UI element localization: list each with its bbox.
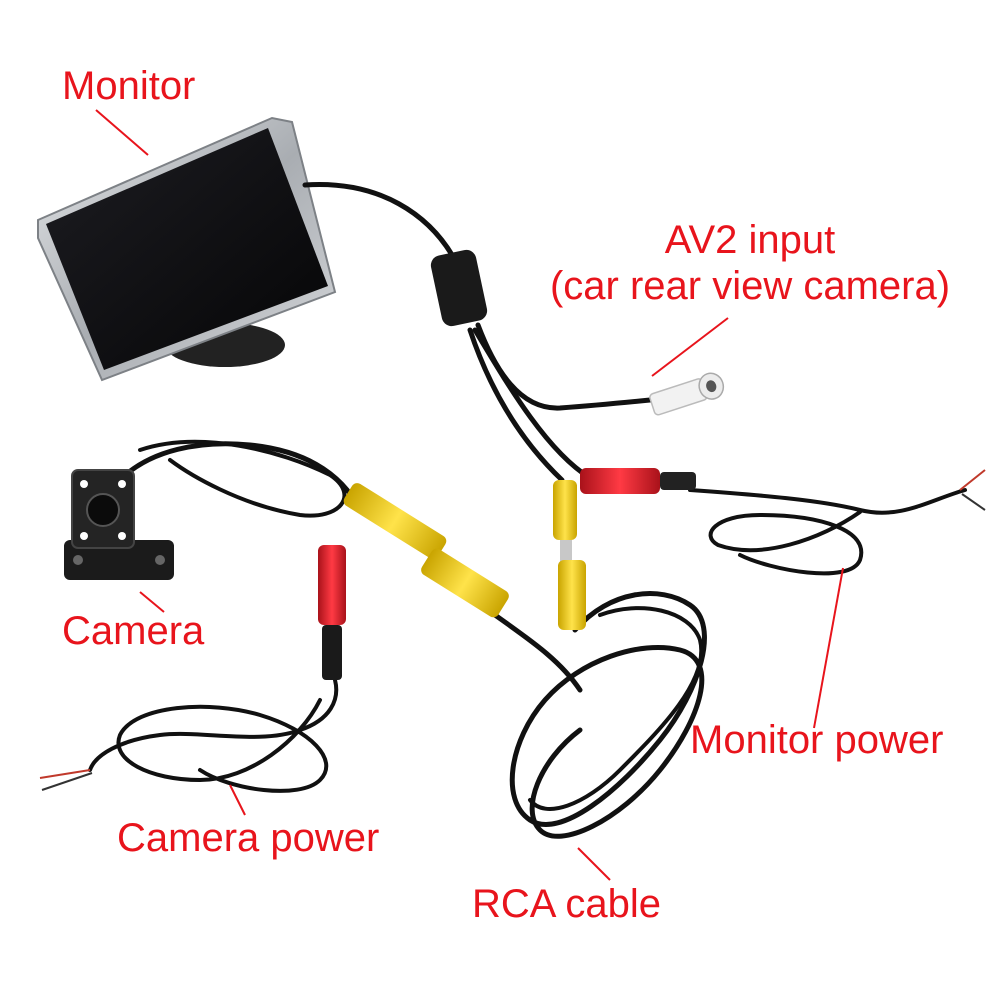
rca-cable-end-top (558, 560, 586, 630)
black-wire-tip (961, 493, 986, 511)
monitor-yellow-rca-tip (560, 540, 572, 562)
rca-cable-yellow-plug-2 (421, 548, 509, 618)
camera-power-wire-tips (39, 769, 93, 791)
red-branch-cable (472, 327, 593, 481)
rca-cable-yellow-plug (558, 560, 586, 630)
camera (64, 469, 174, 580)
av2-leader (651, 317, 729, 377)
av2-branch-cable (475, 322, 653, 411)
monitor-leader (95, 109, 149, 156)
monitor-power-cable (688, 488, 967, 515)
monitor-label: Monitor (62, 64, 196, 108)
camera-red-power-plug (318, 545, 346, 625)
av2-input-label-line1: AV2 input (664, 218, 836, 262)
av2-input-label-line2: (car rear view camera) (549, 264, 951, 308)
camera-power-jack (322, 625, 342, 680)
splitter-block (430, 249, 488, 327)
rca-cable-leader (577, 847, 611, 881)
rca-cable-label: RCA cable (472, 882, 661, 926)
cable-splitter (430, 249, 488, 327)
monitor-power-label: Monitor power (690, 718, 944, 762)
leader-lines (95, 109, 844, 881)
camera-yellow-rca-plug (343, 483, 447, 559)
camera-led (80, 480, 88, 488)
rca-branch-cable (467, 327, 565, 483)
camera-cable-coil (138, 439, 347, 518)
rca-cable-coil (509, 591, 707, 839)
av2-connector (649, 372, 725, 416)
monitor-cable (302, 182, 458, 263)
camera-lens (86, 493, 120, 527)
rca-cable-coil-2 (528, 606, 704, 811)
rca-cable-tail (492, 612, 583, 693)
monitor-power-leader (813, 567, 844, 729)
red-wire-tip (959, 469, 986, 491)
red-wire-tip (39, 769, 91, 779)
monitor-red-rca-plug (580, 468, 660, 494)
monitor-side-rca-plugs (553, 468, 696, 562)
camera-bracket (64, 540, 174, 580)
monitor-yellow-rca-plug (553, 480, 577, 540)
camera-led (80, 532, 88, 540)
black-wire-tip (41, 772, 93, 791)
camera-label: Camera (62, 609, 205, 653)
monitor-screen (46, 128, 328, 370)
monitor-power-coil (708, 510, 864, 576)
bracket-screw (73, 555, 83, 565)
camera-leader (139, 591, 165, 613)
cables (88, 182, 967, 839)
monitor-power-jack (660, 472, 696, 490)
camera-led (118, 532, 126, 540)
bracket-screw (155, 555, 165, 565)
av2-connector-pin (706, 380, 717, 393)
camera-power-label: Camera power (117, 816, 380, 860)
camera-power-cable (88, 678, 339, 772)
camera-power-leader (229, 784, 246, 816)
camera-led (118, 480, 126, 488)
monitor (37, 116, 337, 382)
camera-side-rca (318, 483, 509, 680)
monitor-power-wire-tips (959, 469, 986, 511)
camera-power-coil (116, 698, 329, 793)
